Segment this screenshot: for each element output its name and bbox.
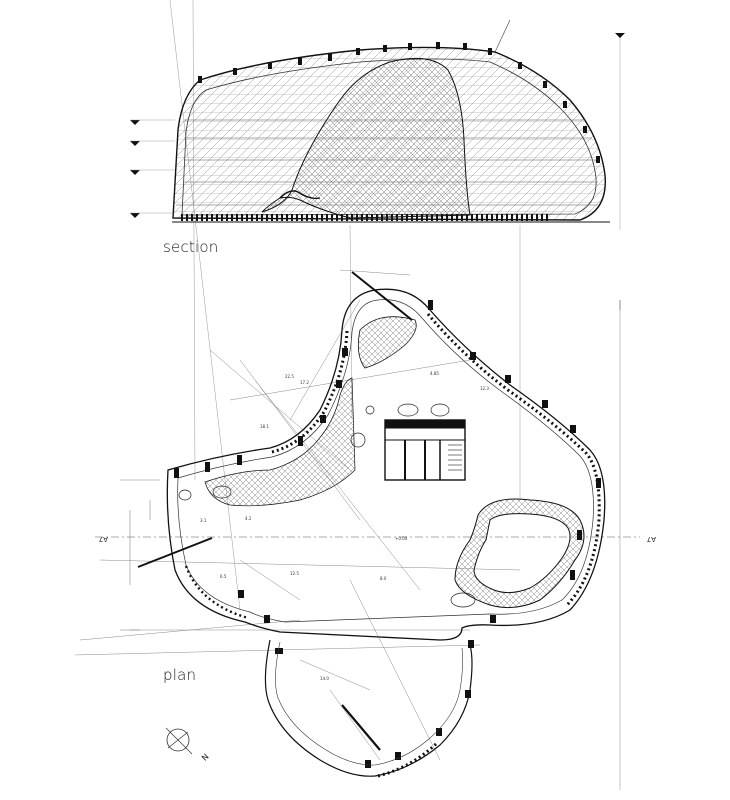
svg-text:4.2: 4.2 <box>245 516 252 521</box>
plan-annex <box>264 639 473 777</box>
svg-text:22.5: 22.5 <box>285 374 294 379</box>
roof-marker <box>583 126 587 133</box>
plan-drawing: 22.5 17.2 18.1 12.3 4.85 12.5 8.0 6.5 14.0 +0… <box>74 269 640 790</box>
axis-label-right: A7 <box>647 535 656 543</box>
roof-marker <box>198 76 202 83</box>
plan-outer-wall <box>166 288 606 641</box>
svg-text:6.5: 6.5 <box>220 574 227 579</box>
svg-text:4.85: 4.85 <box>430 371 439 376</box>
svg-text:8.0: 8.0 <box>380 576 387 581</box>
plan-mesh-loop <box>454 498 585 609</box>
axis-label-left: A7 <box>99 535 108 543</box>
roof-marker <box>563 101 567 108</box>
roof-marker <box>328 54 332 61</box>
roof-marker <box>543 81 547 88</box>
section-mesh-surface <box>261 57 471 219</box>
roof-marker <box>383 45 387 52</box>
roof-marker <box>356 48 360 55</box>
roof-marker <box>518 62 522 69</box>
svg-text:14.0: 14.0 <box>320 676 329 681</box>
roof-marker <box>233 68 237 75</box>
roof-marker <box>596 156 600 163</box>
svg-text:17.2: 17.2 <box>300 380 309 385</box>
roof-marker <box>268 62 272 69</box>
roof-marker <box>488 48 492 55</box>
wall-markers <box>174 300 601 768</box>
roof-marker <box>463 43 467 50</box>
roof-marker <box>408 43 412 50</box>
svg-text:3.1: 3.1 <box>200 518 207 523</box>
svg-text:12.3: 12.3 <box>480 386 489 391</box>
north-label: N <box>200 752 211 763</box>
section-label: section <box>163 238 219 256</box>
plan-label: plan <box>163 666 197 684</box>
roof-marker <box>298 58 302 65</box>
plan-core-rooms <box>384 419 466 481</box>
roof-marker <box>436 42 440 49</box>
section-drawing <box>130 0 625 611</box>
svg-text:12.5: 12.5 <box>290 571 299 576</box>
svg-text:+0.00: +0.00 <box>395 536 408 541</box>
level-markers <box>130 33 625 218</box>
svg-text:18.1: 18.1 <box>260 424 269 429</box>
north-arrow-icon: N <box>165 727 211 763</box>
plan-mesh-ramp <box>204 377 356 507</box>
